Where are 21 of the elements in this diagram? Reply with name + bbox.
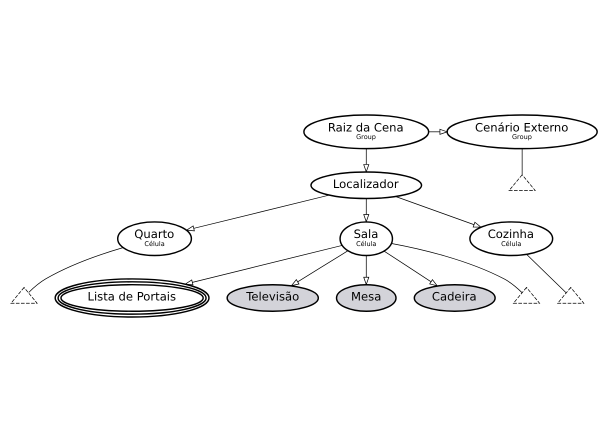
node-ellipse: Televisão [226, 284, 320, 312]
arrow [186, 194, 330, 232]
arrow [363, 198, 370, 223]
arrow [363, 256, 370, 286]
node-ellipse: Cadeira [414, 284, 496, 312]
arrow [363, 148, 370, 173]
node-ellipse: Mesa [336, 284, 397, 312]
arrow [396, 196, 482, 228]
connector [391, 243, 522, 294]
node-triangle [512, 286, 540, 304]
connector [526, 254, 566, 294]
arrow [290, 250, 348, 286]
node-triangle [10, 286, 38, 304]
node-triangle [556, 286, 585, 304]
connector [522, 148, 523, 176]
arrow [184, 245, 342, 286]
arrow [384, 250, 438, 286]
node-ellipse: Localizador [310, 171, 422, 200]
connector [28, 247, 124, 293]
arrow [428, 128, 448, 135]
node-triangle [508, 174, 536, 191]
